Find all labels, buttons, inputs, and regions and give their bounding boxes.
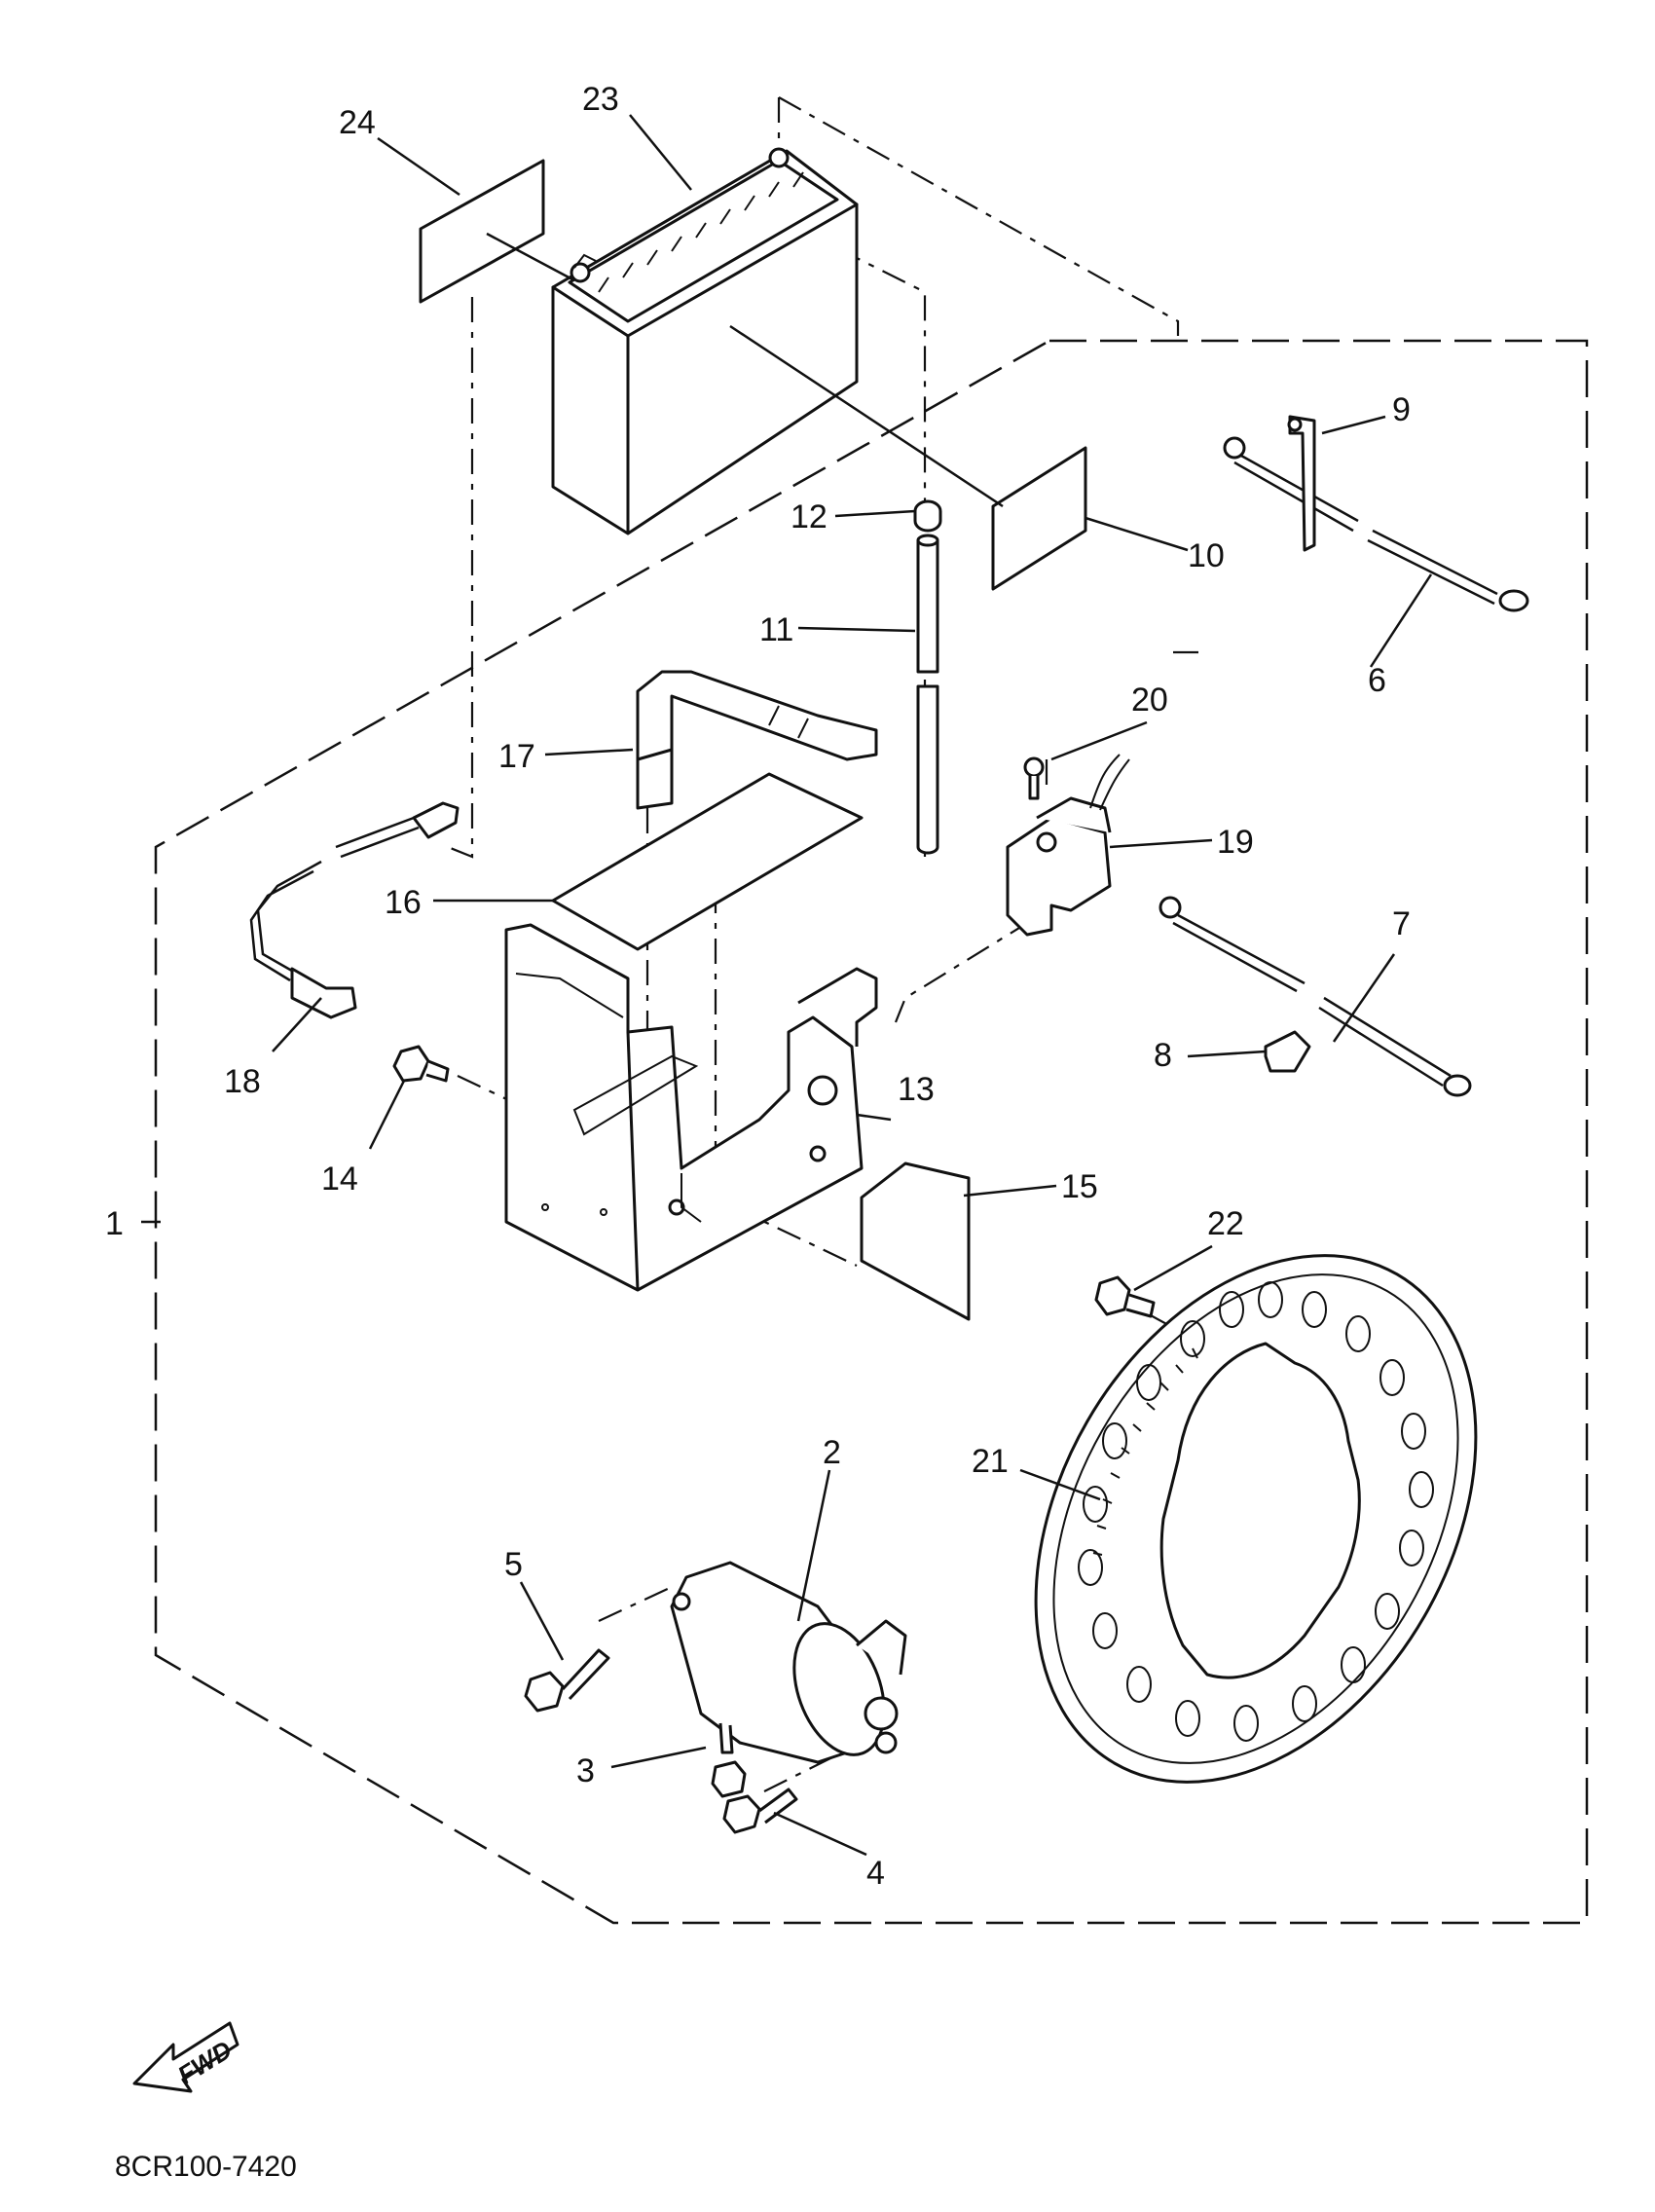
hose-part-11 [916, 534, 939, 855]
battery-band-part-17 [636, 670, 878, 810]
leader-lines [141, 114, 1433, 1857]
label-part-10 [991, 446, 1087, 591]
callout-18: 18 [224, 1063, 261, 1100]
sheet-part-16 [551, 772, 864, 951]
bolt-part-22 [1094, 1275, 1156, 1318]
callout-9: 9 [1392, 391, 1411, 428]
callout-23: 23 [582, 81, 619, 118]
assembly-boundary [154, 339, 1589, 1925]
band-part-9 [1287, 415, 1316, 552]
callout-4: 4 [866, 1855, 885, 1892]
bolt-part-14 [392, 1045, 450, 1083]
starter-relay-part-19 [1006, 754, 1130, 937]
cable-part-7 [1158, 896, 1472, 1097]
ring-gear-part-21 [1034, 1254, 1478, 1784]
screw-part-20 [1023, 756, 1045, 800]
bolt-part-5 [524, 1648, 610, 1713]
battery-part-23 [551, 147, 859, 535]
callout-5: 5 [504, 1546, 523, 1583]
callout-10: 10 [1188, 537, 1225, 574]
callout-6: 6 [1368, 662, 1386, 699]
starter-motor-part-2 [670, 1561, 907, 1764]
callout-15: 15 [1061, 1168, 1098, 1205]
nut-part-3 [711, 1760, 747, 1798]
callout-13: 13 [898, 1071, 935, 1108]
callout-8: 8 [1154, 1037, 1172, 1074]
callout-2: 2 [823, 1434, 841, 1471]
callout-17: 17 [498, 738, 535, 775]
callouts: 1 2 3 4 5 6 7 8 9 10 11 12 13 14 15 16 1… [105, 81, 1411, 1892]
callout-11: 11 [759, 611, 793, 648]
callout-14: 14 [321, 1161, 358, 1198]
battery-box-part-13 [504, 923, 878, 1292]
callout-19: 19 [1217, 824, 1254, 861]
clip-part-12 [913, 499, 942, 533]
callout-1: 1 [105, 1205, 124, 1242]
clamp-part-8 [1264, 1030, 1311, 1073]
label-part-24 [419, 159, 545, 304]
callout-20: 20 [1131, 682, 1168, 719]
callout-3: 3 [576, 1752, 595, 1789]
callout-7: 7 [1392, 905, 1411, 942]
lead-wire-part-18 [249, 801, 460, 1019]
callout-16: 16 [385, 884, 422, 921]
drawing-code: 8CR100-7420 [115, 2151, 297, 2183]
forward-arrow-icon [132, 2021, 239, 2093]
cable-part-6 [1223, 436, 1529, 612]
callout-22: 22 [1207, 1205, 1244, 1242]
callout-12: 12 [791, 498, 828, 535]
cover-part-15 [860, 1161, 971, 1321]
callout-21: 21 [972, 1443, 1009, 1480]
callout-24: 24 [339, 104, 376, 141]
bolt-part-4 [722, 1788, 798, 1834]
